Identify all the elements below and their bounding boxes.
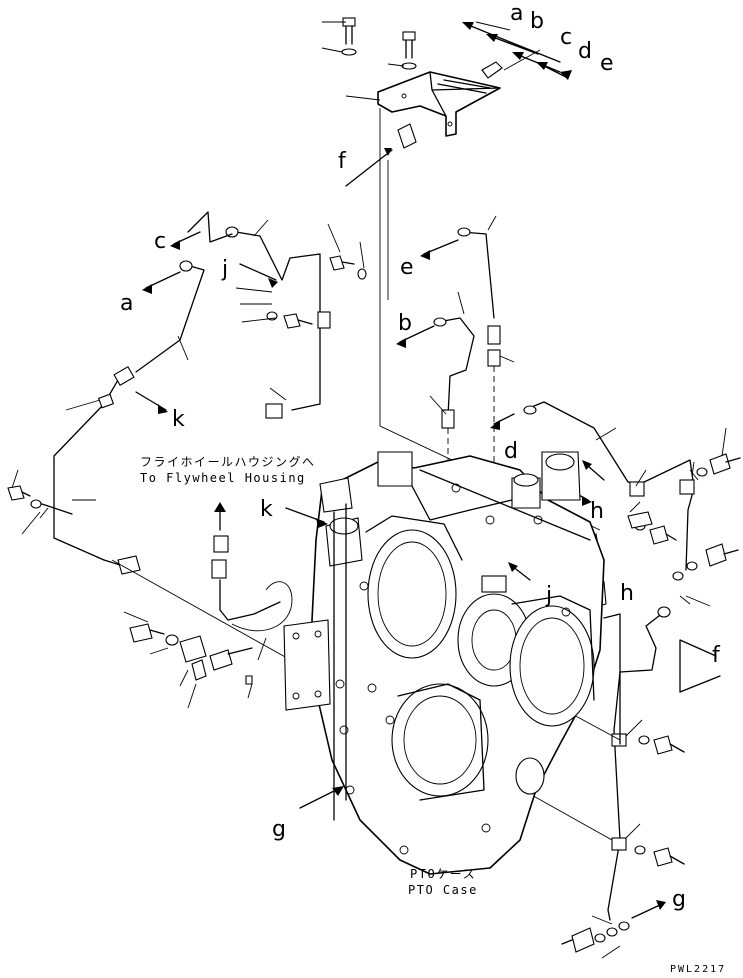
callout-j-left: j [221, 257, 228, 282]
g-arrow [299, 787, 341, 809]
callout-g-housing: g [272, 817, 286, 842]
callout-f-right: f [712, 643, 721, 668]
callout-a-top: a [510, 1, 523, 26]
flywheel-caption-en: To Flywheel Housing [140, 471, 306, 485]
top-bracket-assembly [321, 17, 572, 426]
callout-h-upper: h [590, 499, 604, 524]
callout-e-top: e [600, 51, 614, 76]
callout-a-left: a [120, 291, 133, 316]
captions: フライホイールハウジングへ To Flywheel Housing PTOケース… [140, 455, 726, 975]
drawing-code: PWL2217 [670, 964, 726, 975]
callout-k-left: k [172, 407, 185, 432]
pto-case-housing [283, 451, 605, 875]
callout-d-mid: d [504, 439, 518, 464]
callout-g-bottom: g [672, 887, 686, 912]
callout-d-top: d [578, 39, 592, 64]
lower-left-parts [123, 502, 293, 709]
left-pipe-assembly [7, 211, 367, 575]
pto-caption-en: PTO Case [408, 883, 478, 897]
center-pipe-assembly [396, 215, 515, 620]
callout-c-left: c [154, 229, 166, 254]
callout-c-top: c [560, 25, 572, 50]
callout-h-lower: h [620, 581, 634, 606]
callout-b-top: b [530, 9, 544, 34]
callout-j-right: j [545, 583, 552, 608]
callout-labels: a b c d e f c j a k e b d h j h k f g g [120, 1, 721, 912]
callout-f-upper: f [338, 149, 347, 174]
callout-e-mid: e [400, 255, 414, 280]
flywheel-caption-jp: フライホイールハウジングへ [140, 455, 316, 469]
pto-caption-jp: PTOケース [410, 867, 476, 881]
callout-b-mid: b [398, 311, 412, 336]
callout-k-housing: k [260, 497, 273, 522]
